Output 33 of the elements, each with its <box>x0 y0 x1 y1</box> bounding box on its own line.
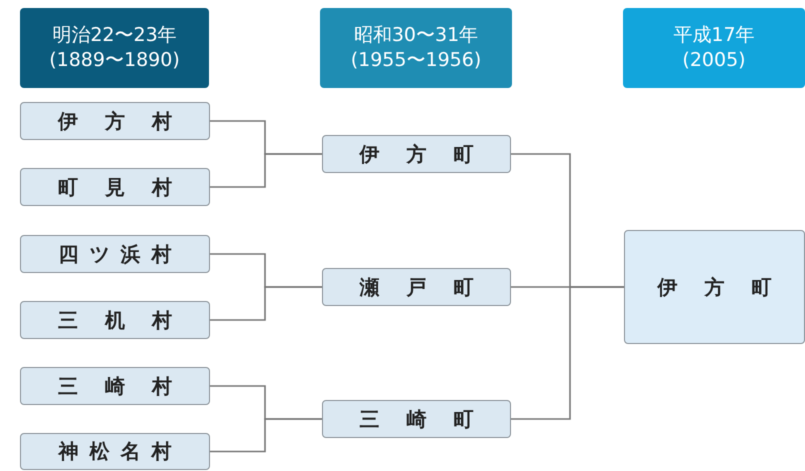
municipality-name: 神松名村 <box>56 438 182 465</box>
era-label: 平成17年 <box>673 23 755 48</box>
municipality-name: 三崎町 <box>358 406 500 432</box>
municipality-box <box>322 135 511 173</box>
connector-line <box>210 418 322 452</box>
municipality-name: 町見村 <box>57 174 199 200</box>
year-range: (1955〜1956) <box>350 48 482 73</box>
era-label: 明治22〜23年 <box>52 23 177 48</box>
municipality-name: 三崎村 <box>57 372 199 400</box>
municipality-box <box>20 433 210 470</box>
municipality-box <box>322 400 511 438</box>
connector-line <box>210 153 322 188</box>
municipality-box <box>20 301 210 339</box>
municipality-name: 伊方町 <box>656 274 798 300</box>
municipality-name: 伊方町 <box>358 140 500 168</box>
municipality-box <box>322 268 511 306</box>
connector-line <box>210 286 322 321</box>
municipality-box <box>20 168 210 206</box>
municipality-name: 瀬戸町 <box>358 274 500 300</box>
year-range: (1889〜1890) <box>49 48 180 73</box>
era-header <box>320 8 512 88</box>
municipality-name: 三机村 <box>57 306 199 334</box>
year-range: (2005) <box>682 48 746 73</box>
era-header <box>20 8 209 88</box>
municipality-box <box>20 235 210 273</box>
municipality-name: 伊方村 <box>56 108 199 134</box>
municipality-box <box>20 102 210 140</box>
municipality-name: 四ツ浜村 <box>58 240 182 268</box>
municipality-box <box>20 367 210 405</box>
era-header <box>623 8 805 88</box>
connector-line <box>511 286 624 420</box>
municipality-box <box>624 230 805 344</box>
era-label: 昭和30〜31年 <box>354 23 478 48</box>
